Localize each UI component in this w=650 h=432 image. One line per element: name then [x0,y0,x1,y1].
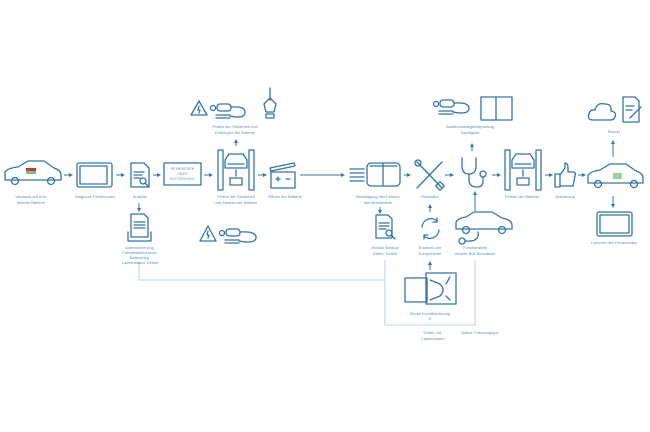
car-lift-icon [217,149,255,191]
module-conditioning-icon [404,272,457,305]
warning-triangle-icon [190,100,208,116]
clear-tablet-icon [596,211,633,237]
label-diagnose: Diagnose Fehlercodes [75,194,115,199]
stethoscope-icon [461,157,487,188]
label-conditioning: Modul Konditionierung [410,311,450,316]
install-lift-icon [504,149,542,191]
replace-cycle-icon [421,217,440,240]
open-battery-icon [269,162,296,189]
repaired-car-icon [587,163,644,189]
label-data-vehicle: Daten: Fahrzeugtype [461,330,499,335]
insulation-cable-icon [432,99,470,115]
decision-box [163,162,202,186]
suspect-car-icon [4,160,62,186]
label-open: Öffnen der Batterie [268,194,303,199]
thumbs-up-icon [554,162,576,188]
label-report: Report [608,129,621,134]
label-repair: Reparatur [421,194,439,199]
warning-triangle-icon-2 [199,225,217,242]
label-clear: Löschen des Fehlercodes [591,240,637,245]
module-backup-document-icon [375,214,396,240]
measurement-device-icon [349,162,401,187]
test-cable-icon-2 [218,228,257,244]
wrench-screwdriver-icon [414,159,445,191]
data-backup-icon [127,213,152,242]
label-data-type: Daten: Art,Ladezustand [422,330,445,341]
pen-nib-icon [263,87,277,119]
diagnose-tablet-icon [76,162,113,188]
report-document-icon [622,96,642,123]
feedback-lines [138,260,476,326]
tightness-box-icon [480,96,513,121]
vehicle-bus-car-icon [455,211,513,245]
label-analyse: Analyse [133,194,148,199]
test-cable-icon [209,103,246,119]
label-install: Einbau der Batterie [505,194,540,199]
cloud-icon [587,102,617,121]
label-activate: Aktivierung [555,194,575,199]
analysis-document-icon [130,162,150,188]
label-backup: Datensicherung:Fahrgestellnummer,Batteri… [122,245,160,265]
